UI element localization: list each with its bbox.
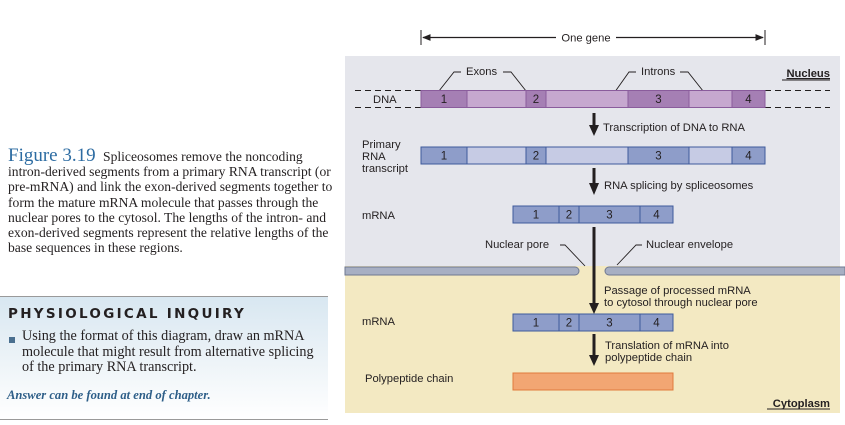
dna-label-1: 1 <box>441 94 447 106</box>
translation-arrow-shaft <box>592 334 596 357</box>
inquiry-title: PHYSIOLOGICAL INQUIRY <box>8 306 247 322</box>
primary-rna-label-line2: RNA <box>362 151 386 163</box>
primary-rna-exon-4 <box>731 146 766 165</box>
dna-label-2: 2 <box>533 94 539 106</box>
primary-rna-label-3: 3 <box>655 151 661 163</box>
dna-exon-4 <box>731 90 766 108</box>
transcription-arrow-shaft <box>592 113 596 128</box>
translation-arrow-head <box>589 355 599 366</box>
dna-label-4: 4 <box>745 94 752 106</box>
primary-rna-label-4: 4 <box>745 151 752 163</box>
physiological-inquiry-box: PHYSIOLOGICAL INQUIRY Using the format o… <box>0 296 328 420</box>
mrna-exon-4 <box>639 205 674 224</box>
nuclear-pore-label: Nuclear pore <box>485 239 549 251</box>
nuclear-envelope-label: Nuclear envelope <box>646 239 733 251</box>
nuclear-envelope-right <box>604 266 845 276</box>
inquiry-question: Using the format of this diagram, draw a… <box>22 328 314 375</box>
mrna-label-3: 3 <box>606 210 612 222</box>
polypeptide-label: Polypeptide chain <box>365 373 453 385</box>
mrna-label-1: 1 <box>533 210 539 222</box>
passage-step-line1: Passage of processed mRNA <box>604 285 751 297</box>
primary-rna-label-1: 1 <box>441 151 447 163</box>
dna-segments: 1 2 3 4 <box>420 90 766 108</box>
passage-arrow-shaft <box>592 227 596 307</box>
dna-intron-5 <box>688 90 733 108</box>
primary-rna-label-line3: transcript <box>362 163 409 175</box>
polypeptide-chain <box>512 372 674 391</box>
dna-intron-3 <box>545 90 629 108</box>
primary-rna-segments: 1 2 3 4 <box>420 146 766 165</box>
dna-label-3: 3 <box>655 94 661 106</box>
mrna-cyto-label-1: 1 <box>533 318 539 330</box>
cytoplasm-label: Cytoplasm <box>773 398 830 410</box>
dna-label: DNA <box>373 94 397 106</box>
mrna-label: mRNA <box>362 210 395 222</box>
caption-text: Spliceosomes remove the noncoding intron… <box>8 149 333 256</box>
nuclear-envelope-leader <box>616 244 642 266</box>
translation-step-line2: polypeptide chain <box>605 352 692 364</box>
splicing-step: RNA splicing by spliceosomes <box>604 180 754 192</box>
introns-leader-2 <box>680 71 708 97</box>
transcription-step: Transcription of DNA to RNA <box>603 122 746 134</box>
translation-step-line1: Translation of mRNA into <box>605 340 729 352</box>
introns-leader-1 <box>611 71 636 97</box>
mrna-cyto-label-2: 2 <box>566 318 572 330</box>
primary-rna-intron-3 <box>545 146 629 165</box>
splicing-arrow-shaft <box>592 168 596 185</box>
exons-label: Exons <box>466 66 497 78</box>
mrna-segments-nucleus: 1 2 3 4 <box>512 205 674 224</box>
figure-caption: Figure 3.19 Spliceosomes remove the nonc… <box>8 145 333 256</box>
nuclear-pore-leader <box>560 244 586 267</box>
mrna-label-2: 2 <box>566 210 572 222</box>
nuclear-envelope-left <box>344 266 580 276</box>
introns-label: Introns <box>641 66 676 78</box>
mrna-cyto-label-4: 4 <box>653 318 660 330</box>
primary-rna-label-line1: Primary <box>362 139 401 151</box>
exons-leader-1 <box>434 71 461 97</box>
exons-leader-2 <box>503 71 531 97</box>
answer-note: Answer can be found at end of chapter. <box>7 388 211 402</box>
mrna-cyto-exon-4 <box>639 313 674 332</box>
transcription-arrow-head <box>589 125 599 136</box>
mrna-label-4: 4 <box>653 210 660 222</box>
bullet-icon <box>9 337 15 343</box>
splicing-arrow-head <box>589 183 599 195</box>
mrna-segments-cytoplasm: 1 2 3 4 <box>512 313 674 332</box>
primary-rna-intron-5 <box>688 146 733 165</box>
dna-intron-1 <box>466 90 527 108</box>
primary-rna-label-2: 2 <box>533 151 539 163</box>
passage-arrow-head <box>589 303 599 314</box>
primary-rna-intron-1 <box>466 146 527 165</box>
figure-label: Figure 3.19 <box>8 145 96 166</box>
one-gene-span: One gene <box>420 30 766 45</box>
mrna-cyto-label-3: 3 <box>606 318 612 330</box>
passage-step-line2: to cytosol through nuclear pore <box>604 297 758 309</box>
mrna-cytoplasm-label: mRNA <box>362 316 395 328</box>
nucleus-label: Nucleus <box>786 68 830 80</box>
one-gene-label: One gene <box>561 33 610 45</box>
